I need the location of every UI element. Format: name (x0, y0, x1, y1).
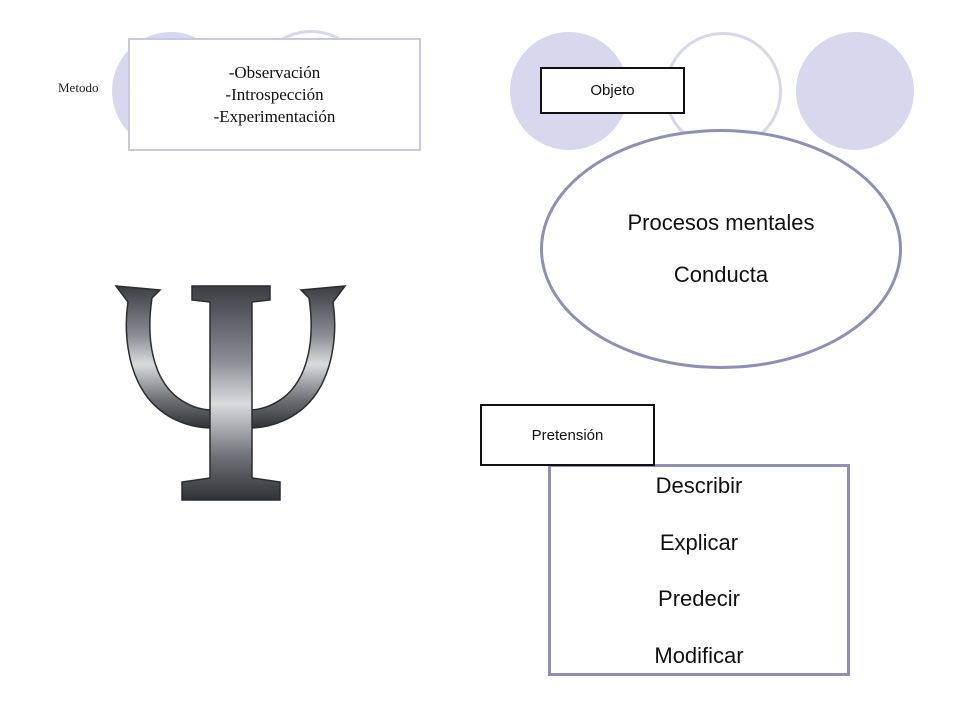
decor-circle-5 (796, 32, 914, 150)
pretension-tag: Pretensión (480, 404, 655, 466)
objeto-item: Procesos mentales (627, 210, 815, 235)
metodo-item: -Introspección (225, 84, 324, 104)
objeto-ellipse: Procesos mentales Conducta (540, 129, 902, 369)
pretension-item: Explicar (659, 529, 739, 555)
psi-symbol-icon (114, 285, 347, 501)
pretension-item: Describir (655, 473, 743, 498)
metodo-item: -Experimentación (213, 106, 336, 126)
pretension-item: Modificar (654, 642, 744, 668)
metodo-box: -Observación -Introspección -Experimenta… (128, 38, 421, 151)
pretension-item: Predecir (658, 586, 740, 612)
metodo-label: Metodo (58, 80, 99, 95)
pretension-box: Describir Explicar Predecir Modificar (548, 464, 850, 676)
objeto-tag: Objeto (540, 67, 685, 114)
metodo-item: -Observación (228, 62, 321, 82)
objeto-item: Conducta (673, 262, 769, 287)
